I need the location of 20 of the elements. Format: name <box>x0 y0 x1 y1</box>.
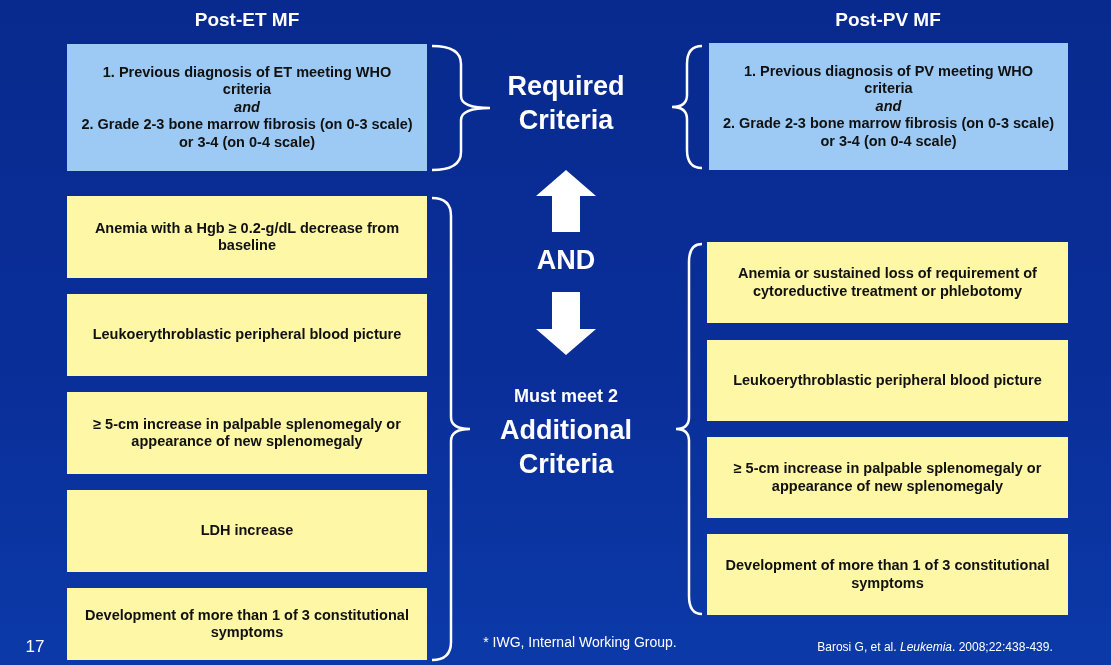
criterion-box: ≥ 5-cm increase in palpable splenomegaly or appearance of new splenomegaly <box>707 437 1068 518</box>
subheading: Must meet 2 <box>514 385 618 408</box>
criterion-box: Anemia with a Hgb ≥ 0.2-g/dL decrease from baseline <box>67 196 427 278</box>
criterion-box: Anemia or sustained loss of requirement of cytoreductive treatment or phlebotomy <box>707 242 1068 323</box>
criterion-box: LDH increase <box>67 490 427 572</box>
column-heading: Post-PV MF <box>835 8 941 32</box>
criterion-box: ≥ 5-cm increase in palpable splenomegaly or appearance of new splenomegaly <box>67 392 427 474</box>
citation: Barosi G, et al. Leukemia. 2008;22:438-439. <box>817 640 1053 655</box>
footnote: * IWG, Internal Working Group. <box>483 634 677 652</box>
section-heading: Required Criteria <box>506 70 626 137</box>
column-heading: Post-ET MF <box>194 8 300 32</box>
criterion-box: Development of more than 1 of 3 constitutional symptoms <box>67 588 427 660</box>
required-criteria-box: 1. Previous diagnosis of PV meeting WHO criteria and 2. Grade 2-3 bone marrow fibrosis (on 0-3 scale) or 3-4 (on 0-4 scale) <box>709 43 1068 170</box>
connector-word: AND <box>536 244 596 277</box>
section-heading: Additional Criteria <box>499 414 633 481</box>
criterion-box: Development of more than 1 of 3 constitutional symptoms <box>707 534 1068 615</box>
required-criteria-box: 1. Previous diagnosis of ET meeting WHO criteria and 2. Grade 2-3 bone marrow fibrosis (on 0-3 scale) or 3-4 (on 0-4 scale) <box>67 44 427 171</box>
slide-number: 17 <box>25 636 45 658</box>
criterion-box: Leukoerythroblastic peripheral blood picture <box>67 294 427 376</box>
criterion-box: Leukoerythroblastic peripheral blood picture <box>707 340 1068 421</box>
